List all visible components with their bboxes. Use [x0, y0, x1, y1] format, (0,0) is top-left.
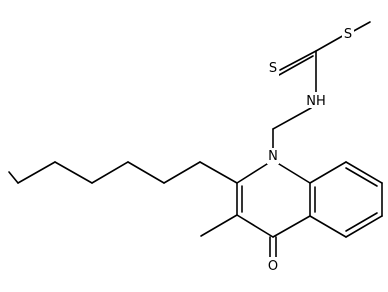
bond-heptyl-5 — [54, 161, 93, 184]
atom-label-s-methyl: S — [344, 27, 352, 42]
bond-s-c — [315, 33, 347, 52]
bond-heptyl-6 — [17, 161, 56, 184]
atom-label-nh: NH — [306, 94, 326, 109]
atom-label-o: O — [268, 259, 278, 274]
bond-c3-c4 — [236, 214, 274, 238]
bond-nh-ch2 — [272, 107, 312, 130]
atom-label-n-ring: N — [268, 149, 278, 164]
bond-heptyl-3 — [127, 161, 165, 184]
bond-heptyl-7 — [8, 171, 19, 184]
bond-c8-c7-b — [345, 167, 378, 187]
bond-c6-c5-a — [345, 215, 383, 238]
bond-heptyl-2 — [163, 161, 201, 184]
atom-s-methyl: S — [342, 26, 354, 42]
atom-o-ketone: O — [267, 257, 279, 274]
atom-n-amide: NH — [305, 92, 327, 109]
bond-heptyl-4 — [91, 161, 129, 184]
bond-c8a-c8 — [309, 161, 347, 184]
atom-label-s-thione: S — [269, 61, 277, 76]
atom-n-ring: N — [267, 148, 279, 164]
bond-c8-c7-a — [345, 161, 383, 184]
bond-lines — [8, 21, 383, 258]
bond-c-s-double-a — [279, 50, 317, 71]
bond-c4-c4a — [272, 215, 311, 238]
bond-c-s-double-b — [278, 55, 314, 76]
bond-heptyl-1 — [199, 161, 238, 184]
bond-c3-methyl — [200, 214, 238, 237]
bond-c5-c4a — [309, 215, 347, 238]
bond-n-c2 — [236, 163, 268, 184]
atom-labels: S S NH N O — [267, 26, 354, 274]
bond-c6-c5-b — [345, 212, 378, 232]
atom-s-thione: S — [267, 60, 279, 76]
bond-c8a-n — [278, 163, 311, 184]
